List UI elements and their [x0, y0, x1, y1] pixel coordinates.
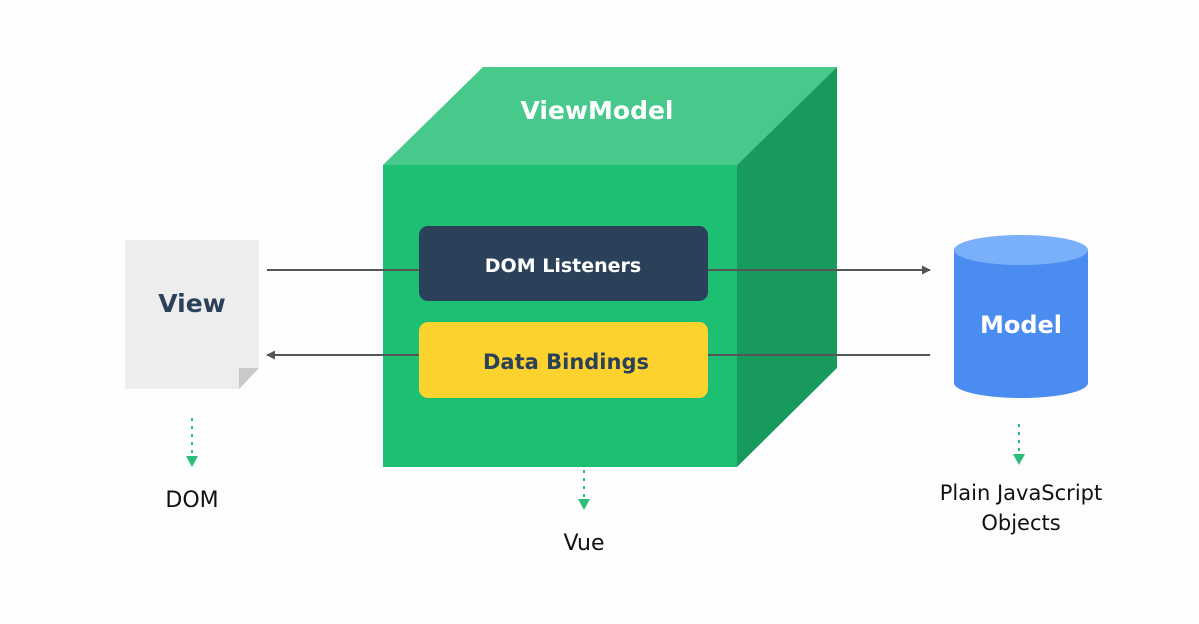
- view-page: View: [125, 240, 259, 389]
- view-title: View: [158, 289, 226, 318]
- dotted-arrow-viewmodel-head: [578, 499, 590, 510]
- dom-caption: DOM: [165, 488, 218, 513]
- data-bindings-box: Data Bindings: [419, 322, 708, 398]
- model-cylinder: Model: [954, 235, 1088, 398]
- dotted-arrow-viewmodel: [578, 470, 590, 510]
- data-bindings-rect: [419, 322, 708, 398]
- view-page-fold: [239, 368, 259, 389]
- model-caption-line1: Plain JavaScript: [940, 481, 1102, 505]
- model-caption-line2: Objects: [981, 511, 1060, 535]
- cube-front-face: [383, 165, 737, 467]
- dom-listeners-rect: [419, 226, 708, 301]
- model-title: Model: [980, 311, 1062, 339]
- dotted-arrow-model-head: [1013, 454, 1025, 465]
- dom-listeners-label: DOM Listeners: [485, 255, 641, 277]
- vue-caption: Vue: [563, 531, 604, 556]
- cube-top-face: [383, 67, 837, 165]
- dotted-arrow-model: [1013, 424, 1025, 465]
- data-bindings-label: Data Bindings: [483, 350, 649, 374]
- viewmodel-cube: ViewModel: [383, 67, 837, 467]
- dotted-arrow-view: [186, 418, 198, 467]
- model-cylinder-top: [954, 235, 1088, 265]
- dom-listeners-box: DOM Listeners: [419, 226, 708, 301]
- dotted-arrow-view-head: [186, 456, 198, 467]
- cube-side-face: [737, 67, 837, 467]
- model-cylinder-body: [954, 250, 1088, 398]
- viewmodel-title: ViewModel: [520, 96, 673, 125]
- view-page-sheet: [125, 240, 259, 389]
